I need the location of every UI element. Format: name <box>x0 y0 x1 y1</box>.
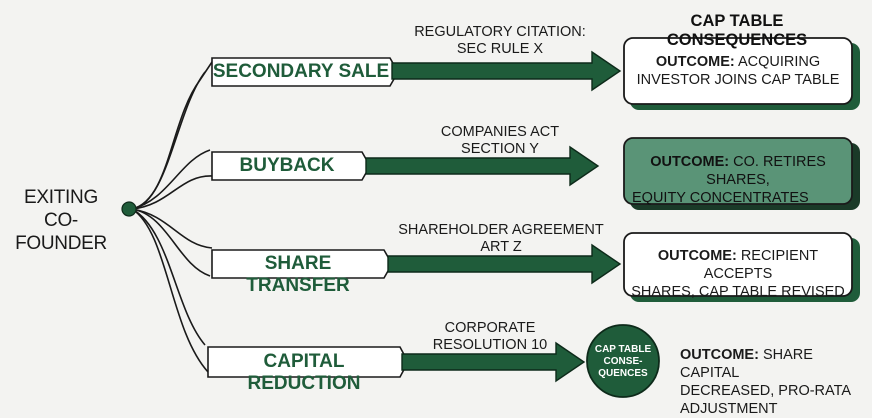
branch-connectors <box>131 61 213 373</box>
outcome-text-share-transfer: OUTCOME: RECIPIENT ACCEPTS SHARES, CAP T… <box>626 247 850 301</box>
connector-share-transfer <box>131 208 213 249</box>
connector-secondary-sale <box>131 61 213 210</box>
outcome-line2: EQUITY CONCENTRATES <box>632 190 809 206</box>
outcome-text-buyback: OUTCOME: CO. RETIRES SHARES, EQUITY CONC… <box>626 153 850 207</box>
outcome-line1: SHARE CAPITAL <box>680 347 813 381</box>
citation-buyback: COMPANIES ACT SECTION Y <box>400 124 600 158</box>
outcome-key: OUTCOME: <box>655 54 735 70</box>
root-dot <box>121 201 137 217</box>
citation-line1: SHAREHOLDER AGREEMENT <box>398 222 604 238</box>
circle-line2: CONSE- <box>603 356 643 367</box>
outcome-line3: ADJUSTMENT <box>680 401 778 417</box>
branch-label-buyback: BUYBACK <box>239 155 335 176</box>
connector-buyback-2 <box>131 175 213 210</box>
branch-label-capital-reduction: CAPITAL REDUCTION <box>247 351 361 394</box>
arrow-buyback <box>365 145 600 187</box>
outcome-key: OUTCOME: <box>680 347 759 363</box>
citation-line1: REGULATORY CITATION: <box>414 24 586 40</box>
branch-pills <box>207 57 409 378</box>
outcome-line2: INVESTOR JOINS CAP TABLE <box>636 72 840 88</box>
branch-label-share-transfer: SHARE TRANSFER <box>246 253 350 296</box>
arrow-share-transfer <box>387 243 622 285</box>
outcome-line2: DECREASED, PRO-RATA <box>680 383 852 399</box>
root-label-line2: CO-FOUNDER <box>15 210 107 254</box>
outcome-key: OUTCOME: <box>657 248 737 264</box>
circle-line3: QUENCES <box>598 368 648 379</box>
root-label: EXITING CO-FOUNDER <box>2 186 120 255</box>
circle-line1: CAP TABLE <box>594 344 652 355</box>
citation-share-transfer: SHAREHOLDER AGREEMENT ART Z <box>395 222 607 256</box>
outcome-line1: CO. RETIRES SHARES, <box>706 154 826 188</box>
cap-table-circle <box>586 324 660 398</box>
citation-line2: RESOLUTION 10 <box>432 337 548 353</box>
citation-line2: SECTION Y <box>461 141 539 157</box>
connector-capital-reduction <box>131 208 206 346</box>
outcome-boxes <box>623 37 860 302</box>
root-label-line1: EXITING <box>24 187 98 208</box>
citation-line2: SEC RULE X <box>456 41 544 57</box>
outcome-key: OUTCOME: <box>650 154 730 170</box>
connector-secondary-sale-2 <box>131 71 206 210</box>
citation-line2: ART Z <box>480 239 522 255</box>
connector-share-transfer-2 <box>131 208 211 277</box>
outcome-box-secondary-sale <box>623 37 853 105</box>
citation-line1: COMPANIES ACT <box>440 124 560 140</box>
outcome-box-share-transfer <box>623 232 853 297</box>
cap-table-circle-label: CAP TABLE CONSE- QUENCES <box>589 344 657 380</box>
connector-buyback <box>131 149 211 210</box>
arrow-secondary-sale <box>391 50 622 92</box>
cap-table-heading: CAP TABLE CONSEQUENCES <box>666 12 808 49</box>
outcome-box-buyback <box>623 137 853 205</box>
branch-label-secondary-sale: SECONDARY SALE <box>212 61 390 82</box>
outcome-line1: ACQUIRING <box>738 54 821 70</box>
outcome-line1: RECIPIENT ACCEPTS <box>703 248 819 282</box>
arrow-capital-reduction <box>401 341 586 383</box>
outcome-text-secondary-sale: OUTCOME: ACQUIRING INVESTOR JOINS CAP TA… <box>626 53 850 89</box>
outcome-text-capital-reduction: OUTCOME: SHARE CAPITAL DECREASED, PRO-RA… <box>680 346 870 418</box>
citation-capital-reduction: CORPORATE RESOLUTION 10 <box>400 320 580 354</box>
citation-line1: CORPORATE <box>444 320 536 336</box>
branch-arrows <box>365 50 622 383</box>
citation-secondary-sale: REGULATORY CITATION: SEC RULE X <box>400 24 600 58</box>
outcome-line2: SHARES, CAP TABLE REVISED <box>631 284 845 300</box>
connector-capital-reduction-2 <box>131 208 209 373</box>
